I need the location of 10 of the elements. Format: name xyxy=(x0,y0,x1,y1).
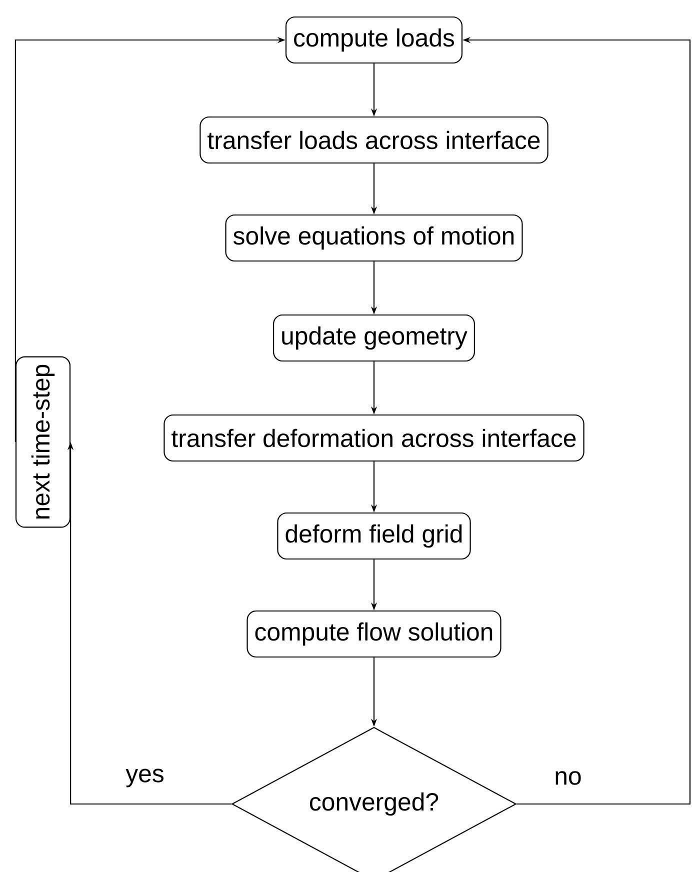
process-box: solve equations of motion xyxy=(225,214,523,262)
edge-label: yes xyxy=(124,766,166,790)
process-box: update geometry xyxy=(272,314,475,362)
process-box: transfer loads across interface xyxy=(200,116,548,164)
process-box: deform field grid xyxy=(277,512,471,560)
process-box: transfer deformation across interface xyxy=(164,414,584,462)
process-box: next time-step xyxy=(15,356,71,528)
process-box: compute loads xyxy=(285,16,463,64)
edge-label: no xyxy=(552,769,584,787)
process-box: compute flow solution xyxy=(246,610,502,658)
